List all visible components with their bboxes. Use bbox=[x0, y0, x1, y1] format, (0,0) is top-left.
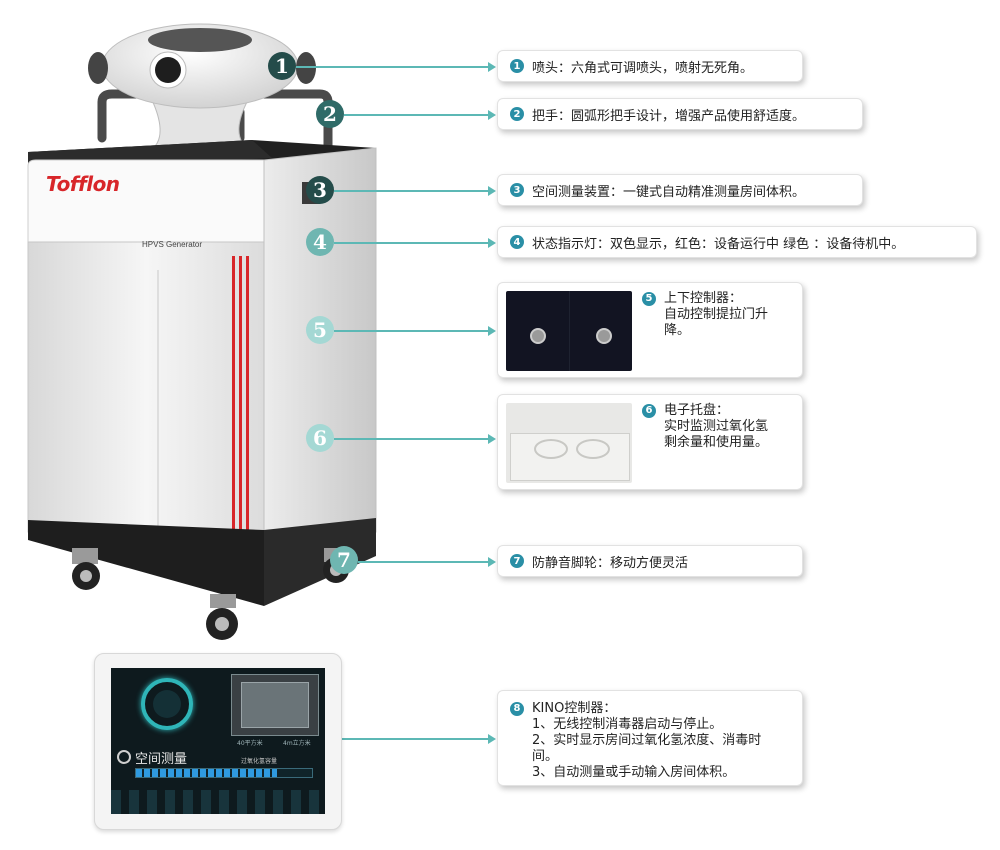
callout-text: 防静音脚轮：移动方便灵活 bbox=[532, 555, 689, 571]
bar-label: 过氧化氢容量 bbox=[241, 758, 278, 765]
marker-5: 5 bbox=[306, 316, 334, 344]
callout-space-measurement: 3 空间测量装置：一键式自动精准测量房间体积。 bbox=[497, 174, 863, 206]
connector-6 bbox=[334, 434, 496, 444]
callout-number: 7 bbox=[510, 554, 524, 568]
callout-text-line: 实时监测过氧化氢 bbox=[664, 419, 769, 434]
caption-right: 4m立方米 bbox=[283, 740, 311, 747]
callout-text-line: 1、无线控制消毒器启动与停止。 bbox=[532, 717, 723, 732]
connector-8 bbox=[342, 734, 496, 744]
connector-7 bbox=[358, 557, 496, 567]
callout-number: 6 bbox=[642, 404, 656, 418]
callout-text-line: 自动控制提拉门升 bbox=[664, 307, 769, 322]
controller-photo bbox=[506, 291, 632, 371]
callout-nozzle: 1 喷头：六角式可调喷头，喷射无死角。 bbox=[497, 50, 803, 82]
callout-electronic-tray: 6 电子托盘： 实时监测过氧化氢 剩余量和使用量。 bbox=[497, 394, 803, 490]
marker-3: 3 bbox=[306, 176, 334, 204]
callout-text-line: 电子托盘： bbox=[664, 403, 730, 418]
capacity-bar-fill bbox=[136, 769, 277, 777]
connector-5 bbox=[334, 326, 496, 336]
callout-text-line: 剩余量和使用量。 bbox=[664, 435, 769, 450]
marker-1: 1 bbox=[268, 52, 296, 80]
connector-4 bbox=[334, 238, 496, 248]
callout-kino-controller: 8 KINO控制器： 1、无线控制消毒器启动与停止。 2、实时显示房间过氧化氢浓度… bbox=[497, 690, 803, 786]
callout-status-light: 4 状态指示灯：双色显示，红色：设备运行中 绿色 ：设备待机中。 bbox=[497, 226, 977, 258]
model-label: HPVS Generator bbox=[142, 240, 203, 249]
marker-4: 4 bbox=[306, 228, 334, 256]
connector-3 bbox=[334, 186, 496, 196]
callout-text: 状态指示灯：双色显示，红色：设备运行中 绿色 ：设备待机中。 bbox=[532, 236, 905, 252]
down-button-icon bbox=[596, 328, 612, 344]
tray-photo bbox=[506, 403, 632, 483]
caption-left: 40平方米 bbox=[237, 740, 263, 747]
callout-number: 1 bbox=[510, 59, 524, 73]
callout-text-line: 间。 bbox=[532, 749, 559, 764]
circuit-decoration bbox=[111, 790, 325, 814]
callout-text-line: 3、自动测量或手动输入房间体积。 bbox=[532, 765, 736, 780]
callout-number: 3 bbox=[510, 183, 524, 197]
callout-text: 喷头：六角式可调喷头，喷射无死角。 bbox=[532, 60, 754, 76]
callout-number: 8 bbox=[510, 702, 524, 716]
marker-6: 6 bbox=[306, 424, 334, 452]
capacity-bar bbox=[135, 768, 313, 778]
callout-text: 把手：圆弧形把手设计，增强产品使用舒适度。 bbox=[532, 108, 806, 124]
callout-number: 4 bbox=[510, 235, 524, 249]
marker-2: 2 bbox=[316, 100, 344, 128]
callout-number: 2 bbox=[510, 107, 524, 121]
callout-text-line: 降。 bbox=[664, 323, 691, 338]
callout-casters: 7 防静音脚轮：移动方便灵活 bbox=[497, 545, 803, 577]
kino-tablet: 40平方米 4m立方米 空间测量 过氧化氢容量 bbox=[94, 653, 342, 830]
gauge-ring-icon bbox=[141, 678, 193, 730]
marker-7: 7 bbox=[330, 546, 358, 574]
screen-title: 空间测量 bbox=[135, 752, 188, 767]
up-button-icon bbox=[530, 328, 546, 344]
disinfection-machine-illustration bbox=[27, 23, 377, 640]
connector-1 bbox=[296, 62, 496, 72]
measure-icon bbox=[117, 750, 131, 764]
callout-handle: 2 把手：圆弧形把手设计，增强产品使用舒适度。 bbox=[497, 98, 863, 130]
tray-slot-icon bbox=[534, 439, 568, 459]
callout-door-controller: 5 上下控制器： 自动控制提拉门升 降。 bbox=[497, 282, 803, 378]
callout-number: 5 bbox=[642, 292, 656, 306]
connector-2 bbox=[344, 110, 496, 120]
callout-text-line: 上下控制器： bbox=[664, 291, 743, 306]
callout-text-line: KINO控制器： bbox=[532, 701, 617, 716]
callout-text: 空间测量装置：一键式自动精准测量房间体积。 bbox=[532, 184, 806, 200]
tray-slot-icon bbox=[576, 439, 610, 459]
brand-logo: Tofflon bbox=[46, 172, 120, 196]
tablet-screen: 40平方米 4m立方米 空间测量 过氧化氢容量 bbox=[111, 668, 325, 814]
callout-text-line: 2、实时显示房间过氧化氢浓度、消毒时 bbox=[532, 733, 762, 748]
